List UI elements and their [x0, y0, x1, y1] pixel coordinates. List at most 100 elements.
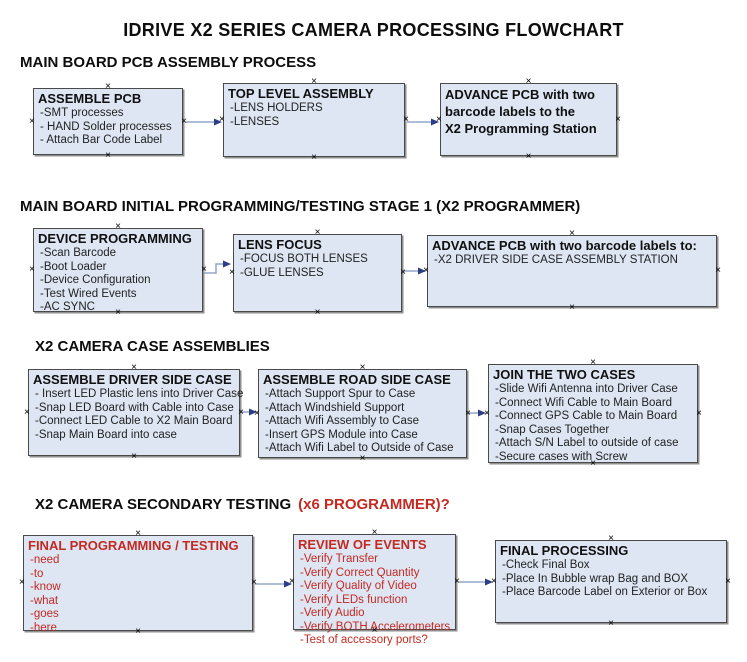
- connector-handle-icon[interactable]: ×: [29, 115, 35, 127]
- connector-handle-icon[interactable]: ×: [725, 575, 731, 587]
- node-item: -Verify Audio: [300, 607, 365, 619]
- node-item: -know: [30, 581, 61, 593]
- connector-handle-icon[interactable]: ×: [201, 264, 207, 275]
- node-assemble-road-side-case[interactable]: ASSEMBLE ROAD SIDE CASE -Attach Support …: [254, 363, 471, 464]
- connector-handle-icon[interactable]: ×: [181, 115, 187, 127]
- node-item: -GLUE LENSES: [240, 266, 324, 279]
- node-lens-focus[interactable]: LENS FOCUS -FOCUS BOTH LENSES-GLUE LENSE…: [229, 228, 406, 318]
- connector-handle-icon[interactable]: ×: [115, 307, 121, 318]
- node-item: -Test of accessory ports?: [300, 634, 428, 646]
- connector-handle-icon[interactable]: ×: [569, 302, 575, 313]
- node-items: -X2 DRIVER SIDE CASE ASSEMBLY STATION: [432, 254, 712, 268]
- connector-handle-icon[interactable]: ×: [491, 575, 497, 587]
- node-title: ADVANCE PCB with two barcode labels to t…: [445, 87, 597, 136]
- connector-handle-icon[interactable]: ×: [229, 267, 235, 278]
- connector-handle-icon[interactable]: ×: [569, 228, 575, 239]
- section-heading-initial-programming: MAIN BOARD INITIAL PROGRAMMING/TESTING S…: [20, 198, 580, 215]
- node-title: FINAL PROGRAMMING / TESTING: [28, 538, 239, 553]
- connector-handle-icon[interactable]: ×: [105, 81, 111, 92]
- connector-handle-icon[interactable]: ×: [696, 407, 702, 419]
- node-item: - Insert LED Plastic lens into Driver Ca…: [35, 388, 244, 400]
- node-items: -Scan Barcode-Boot Loader-Device Configu…: [38, 247, 198, 315]
- node-item: -SMT processes: [40, 107, 124, 119]
- node-item: - Attach Bar Code Label: [40, 134, 163, 146]
- node-items: -Attach Support Spur to Case-Attach Wind…: [263, 388, 462, 456]
- node-item: -need: [30, 554, 60, 566]
- node-item: -Verify Quality of Video: [300, 580, 417, 592]
- connector-handle-icon[interactable]: ×: [371, 527, 378, 538]
- connector-handle-icon[interactable]: ×: [131, 362, 137, 373]
- node-assemble-pcb[interactable]: ASSEMBLE PCB -SMT processes- HAND Solder…: [29, 82, 187, 161]
- connector-handle-icon[interactable]: ×: [525, 76, 532, 87]
- section-heading-case-assemblies: X2 CAMERA CASE ASSEMBLIES: [35, 338, 270, 355]
- connector-handle-icon[interactable]: ×: [115, 221, 121, 232]
- node-review-of-events[interactable]: REVIEW OF EVENTS -Verify Transfer-Verify…: [289, 528, 460, 647]
- node-item: -Verify Transfer: [300, 553, 378, 565]
- connector-handle-icon[interactable]: ×: [615, 113, 621, 125]
- connector-handle-icon[interactable]: ×: [19, 577, 25, 588]
- connector-handle-icon[interactable]: ×: [454, 576, 460, 587]
- connector-handle-icon[interactable]: ×: [436, 113, 442, 125]
- node-item: -Test Wired Events: [40, 287, 137, 300]
- node-device-programming[interactable]: DEVICE PROGRAMMING -Scan Barcode-Boot Lo…: [29, 222, 207, 318]
- node-top-level-assembly[interactable]: TOP LEVEL ASSEMBLY -LENS HOLDERS-LENSES …: [219, 77, 409, 163]
- section-heading-text: MAIN BOARD PCB ASSEMBLY PROCESS: [20, 54, 317, 71]
- node-item: -Device Configuration: [40, 274, 151, 286]
- connector-handle-icon[interactable]: ×: [400, 267, 406, 278]
- node-item: -Snap LED Board with Cable into Case: [35, 401, 234, 414]
- connector-handle-icon[interactable]: ×: [525, 151, 532, 162]
- connector-handle-icon[interactable]: ×: [135, 626, 141, 637]
- node-item: -X2 DRIVER SIDE CASE ASSEMBLY STATION: [434, 254, 678, 266]
- connector-handle-icon[interactable]: ×: [371, 625, 378, 636]
- connector-handle-icon[interactable]: ×: [311, 76, 317, 87]
- connector-handle-icon[interactable]: ×: [254, 407, 260, 419]
- node-item: -Verify BOTH Accelerometers: [300, 620, 451, 633]
- connector-handle-icon[interactable]: ×: [311, 152, 317, 163]
- connector-handle-icon[interactable]: ×: [24, 406, 30, 418]
- connector-handle-icon[interactable]: ×: [314, 227, 321, 238]
- node-item: -to: [30, 567, 44, 580]
- node-item: -Boot Loader: [40, 260, 107, 273]
- node-item: -Place In Bubble wrap Bag and BOX: [502, 572, 689, 585]
- node-item: -Attach Wifi Label to Outside of Case: [265, 442, 454, 454]
- connector-handle-icon[interactable]: ×: [590, 458, 596, 469]
- node-final-processing[interactable]: FINAL PROCESSING -Check Final Box-Place …: [491, 534, 731, 629]
- connector-handle-icon[interactable]: ×: [131, 451, 137, 462]
- node-item: -Insert GPS Module into Case: [265, 428, 418, 441]
- node-title: ASSEMBLE PCB: [38, 91, 142, 106]
- node-join-the-two-cases[interactable]: JOIN THE TWO CASES -Slide Wifi Antenna i…: [484, 358, 702, 469]
- node-title: LENS FOCUS: [238, 237, 322, 252]
- connector-handle-icon[interactable]: ×: [403, 114, 409, 125]
- node-item: -Secure cases with Screw: [495, 450, 628, 463]
- connector-handle-icon[interactable]: ×: [608, 618, 614, 629]
- node-item: -Attach Wifi Assembly to Case: [265, 415, 420, 427]
- node-assemble-driver-side-case[interactable]: ASSEMBLE DRIVER SIDE CASE - Insert LED P…: [24, 363, 244, 462]
- node-item: - HAND Solder processes: [40, 120, 172, 133]
- connector-handle-icon[interactable]: ×: [590, 357, 596, 368]
- node-final-programming-testing[interactable]: FINAL PROGRAMMING / TESTING -need-to-kno…: [19, 529, 257, 637]
- flow-arrow-elbow[interactable]: [204, 260, 231, 274]
- connector-handle-icon[interactable]: ×: [314, 307, 321, 318]
- connector-handle-icon[interactable]: ×: [423, 265, 429, 276]
- connector-handle-icon[interactable]: ×: [465, 407, 471, 419]
- connector-handle-icon[interactable]: ×: [359, 362, 366, 373]
- connector-handle-icon[interactable]: ×: [29, 264, 35, 275]
- connector-handle-icon[interactable]: ×: [715, 265, 721, 276]
- node-item: -Attach S/N Label to outside of case: [495, 437, 679, 449]
- node-item: -Check Final Box: [502, 559, 590, 571]
- node-advance-pcb-programming-station[interactable]: ADVANCE PCB with two barcode labels to t…: [436, 77, 621, 162]
- connector-handle-icon[interactable]: ×: [289, 576, 295, 587]
- node-item: -Slide Wifi Antenna into Driver Case: [495, 383, 678, 395]
- connector-handle-icon[interactable]: ×: [359, 453, 366, 464]
- node-items: -need-to-know-what-goes-here: [28, 554, 248, 635]
- connector-handle-icon[interactable]: ×: [484, 407, 490, 419]
- connector-handle-icon[interactable]: ×: [219, 114, 225, 125]
- connector-handle-icon[interactable]: ×: [608, 533, 614, 544]
- node-item: -Verify Correct Quantity: [300, 566, 420, 579]
- connector-handle-icon[interactable]: ×: [135, 528, 141, 539]
- connector-handle-icon[interactable]: ×: [105, 150, 111, 161]
- connector-handle-icon[interactable]: ×: [238, 406, 244, 418]
- connector-handle-icon[interactable]: ×: [251, 577, 257, 588]
- node-advance-pcb-driver-side-station[interactable]: ADVANCE PCB with two barcode labels to: …: [423, 229, 721, 313]
